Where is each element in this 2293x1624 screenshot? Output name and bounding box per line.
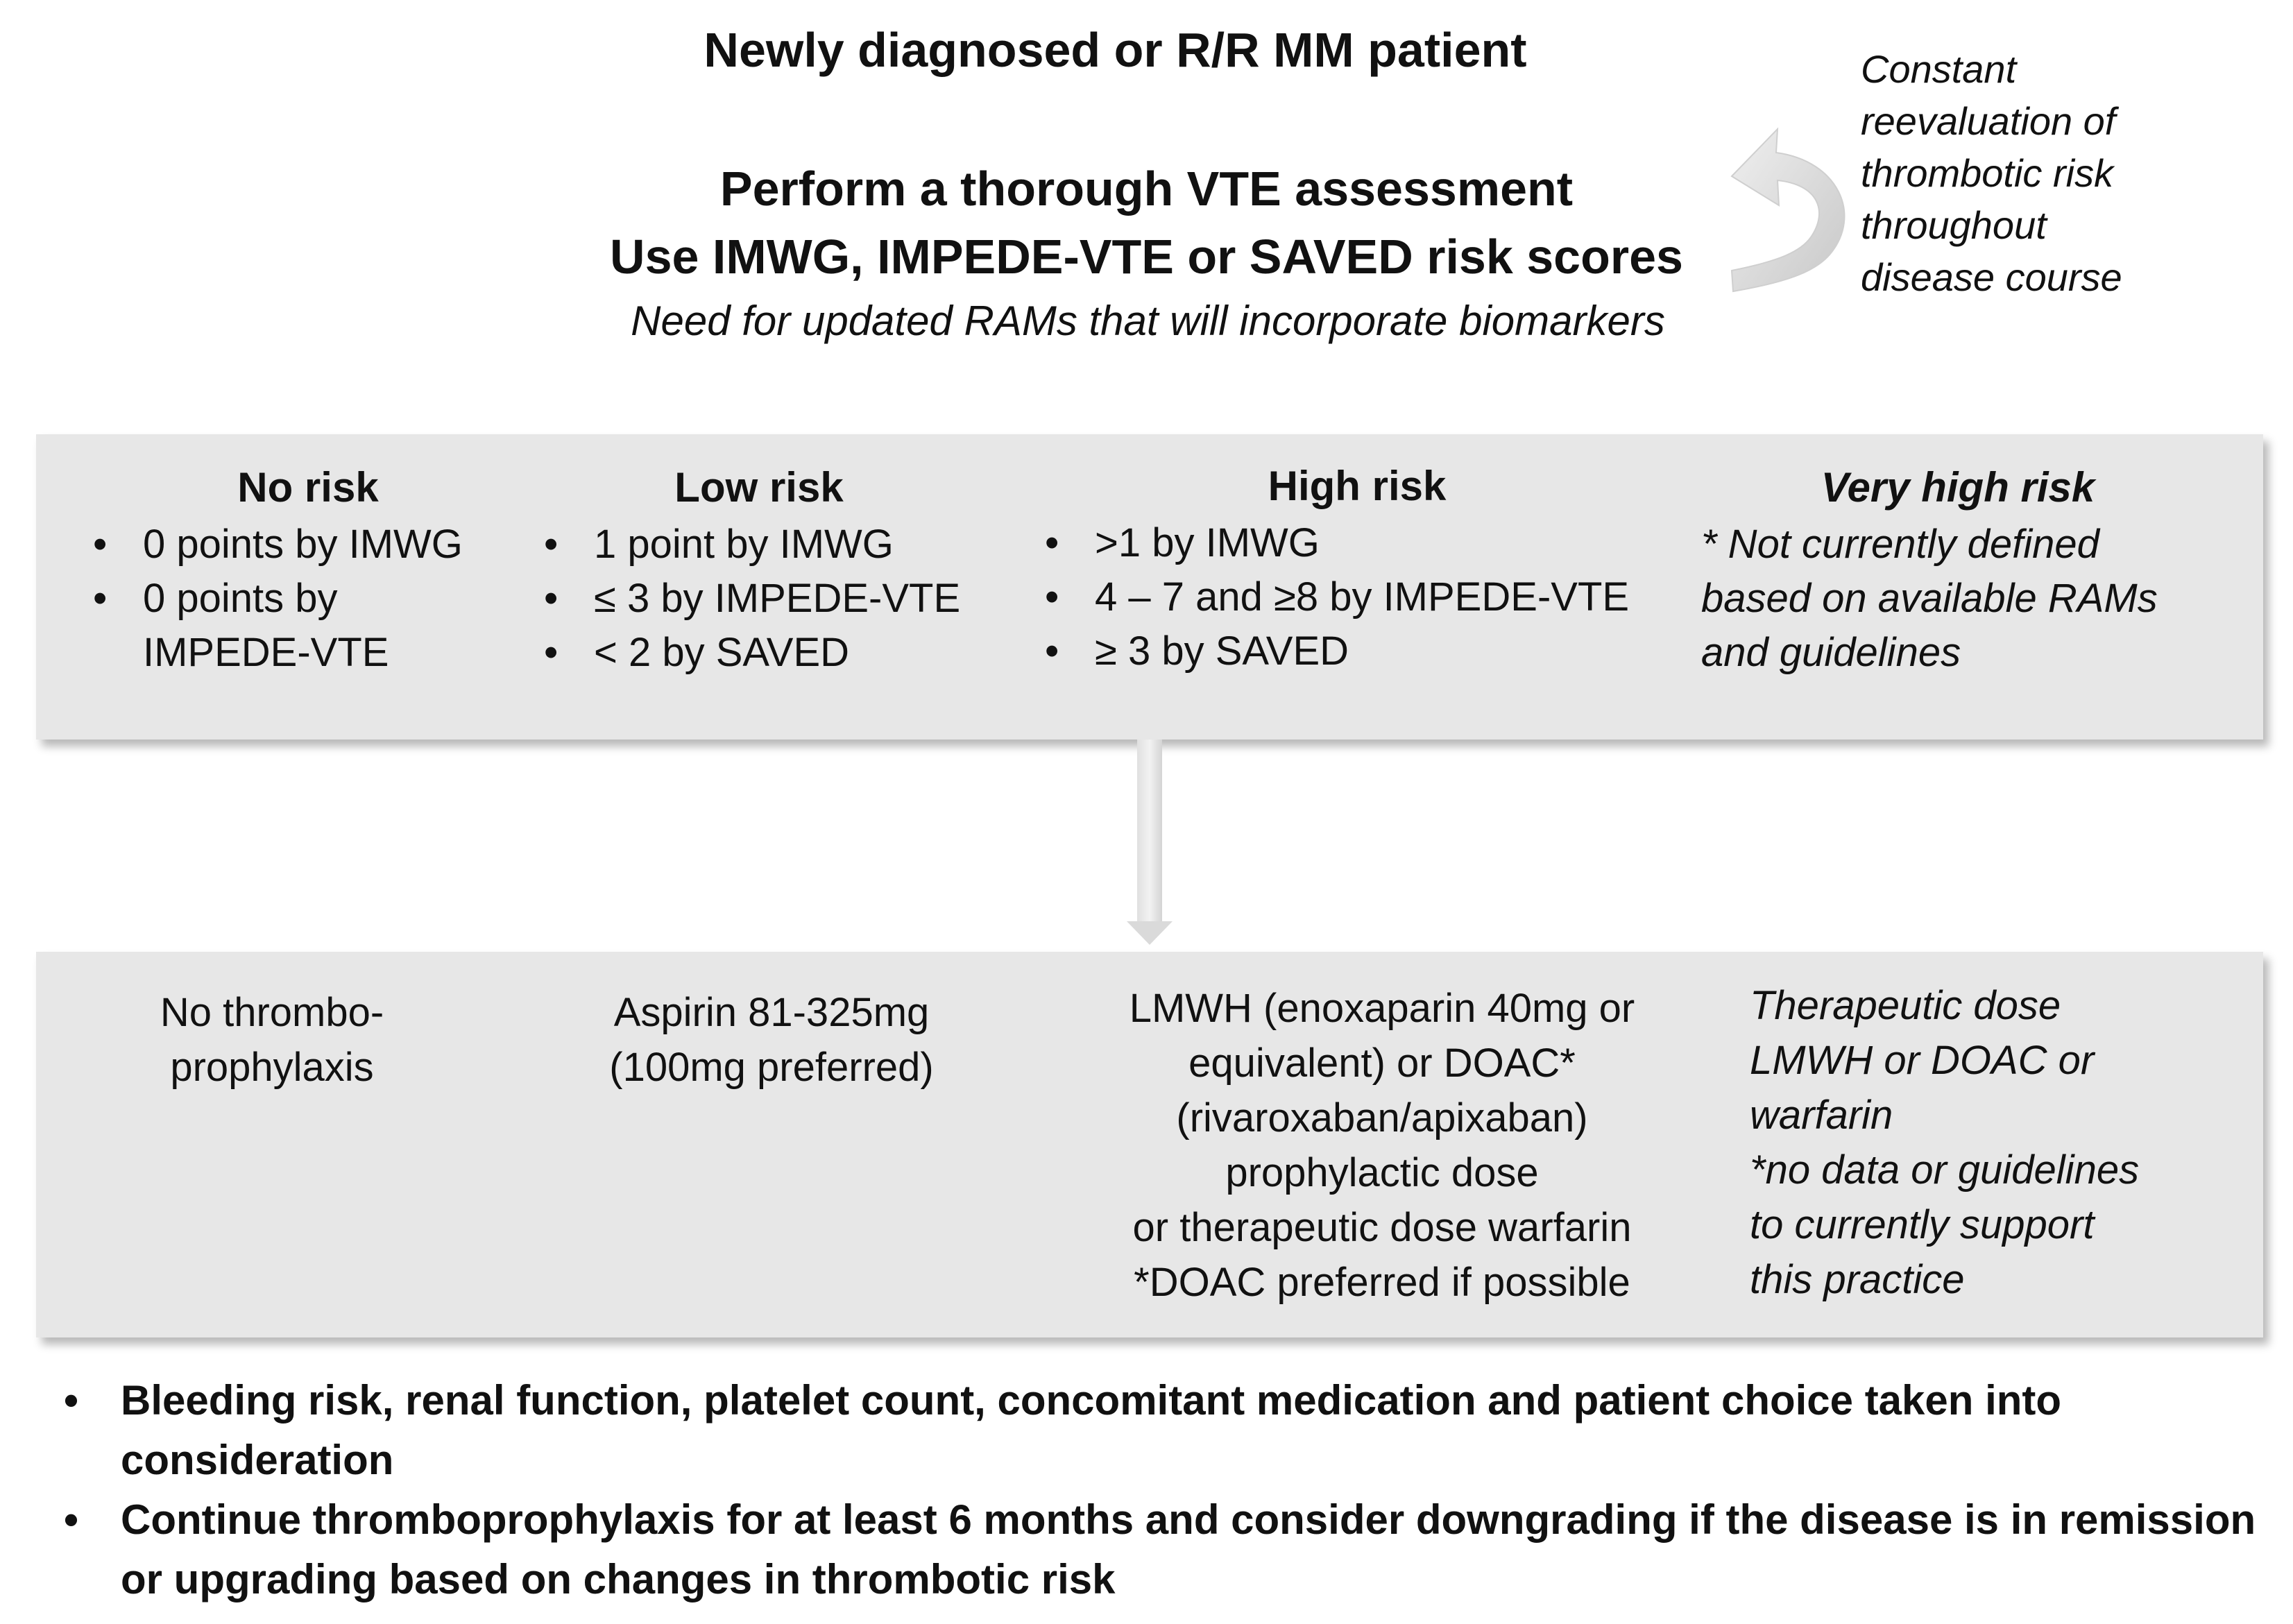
risk-score-instruction: Use IMWG, IMPEDE-VTE or SAVED risk score… xyxy=(610,230,1683,284)
reevaluation-note: Constant reevaluation of thrombotic risk… xyxy=(1861,47,2122,299)
footer-bullet: Bleeding risk, renal function, platelet … xyxy=(56,1371,2262,1490)
risk-stratification-panel: No risk 0 points by IMWG 0 points by IMP… xyxy=(36,434,2263,740)
risk-column-low: Low risk 1 point by IMWG ≤ 3 by IMPEDE-V… xyxy=(537,461,1037,680)
prophylaxis-low-risk: Aspirin 81-325mg (100mg preferred) xyxy=(609,990,934,1090)
diagram-title: Newly diagnosed or R/R MM patient xyxy=(704,23,1527,77)
prophylaxis-very-high-risk: Therapeutic dose LMWH or DOAC or warfari… xyxy=(1750,983,2140,1302)
risk-criterion: 4 – 7 and ≥8 by IMPEDE-VTE xyxy=(1038,570,1676,624)
footer-notes: Bleeding risk, renal function, platelet … xyxy=(56,1371,2262,1609)
risk-title-low: Low risk xyxy=(674,464,844,511)
risk-column-none: No risk 0 points by IMWG 0 points by IMP… xyxy=(86,461,530,680)
risk-criterion: ≤ 3 by IMPEDE-VTE xyxy=(537,572,1037,626)
prophylaxis-no-risk: No thrombo- prophylaxis xyxy=(160,990,384,1090)
very-high-risk-note: * Not currently defined based on availab… xyxy=(1701,522,2158,675)
prophylaxis-high-risk: LMWH (enoxaparin 40mg or equivalent) or … xyxy=(1129,986,1635,1305)
risk-title-very-high: Very high risk xyxy=(1821,464,2095,511)
assessment-instruction: Perform a thorough VTE assessment xyxy=(719,162,1574,216)
risk-criterion: 1 point by IMWG xyxy=(537,518,1037,572)
risk-title-high: High risk xyxy=(1268,463,1447,509)
risk-criterion: 0 points by IMWG xyxy=(86,518,530,572)
curved-arrow-icon xyxy=(1714,118,1866,302)
risk-criterion: 0 points by IMPEDE-VTE xyxy=(86,572,530,680)
footer-bullet: Continue thromboprophylaxis for at least… xyxy=(56,1490,2262,1609)
risk-criterion: >1 by IMWG xyxy=(1038,516,1676,570)
prophylaxis-panel: No thrombo- prophylaxis Aspirin 81-325mg… xyxy=(36,952,2263,1337)
risk-column-high: High risk >1 by IMWG 4 – 7 and ≥8 by IMP… xyxy=(1038,459,1676,678)
rams-note: Need for updated RAMs that will incorpor… xyxy=(631,298,1665,344)
risk-criterion: ≥ 3 by SAVED xyxy=(1038,624,1676,678)
risk-criterion: < 2 by SAVED xyxy=(537,626,1037,680)
risk-column-very-high: Very high risk * Not currently defined b… xyxy=(1701,461,2228,680)
down-arrow-icon xyxy=(1125,740,1174,951)
risk-title-none: No risk xyxy=(237,464,379,511)
